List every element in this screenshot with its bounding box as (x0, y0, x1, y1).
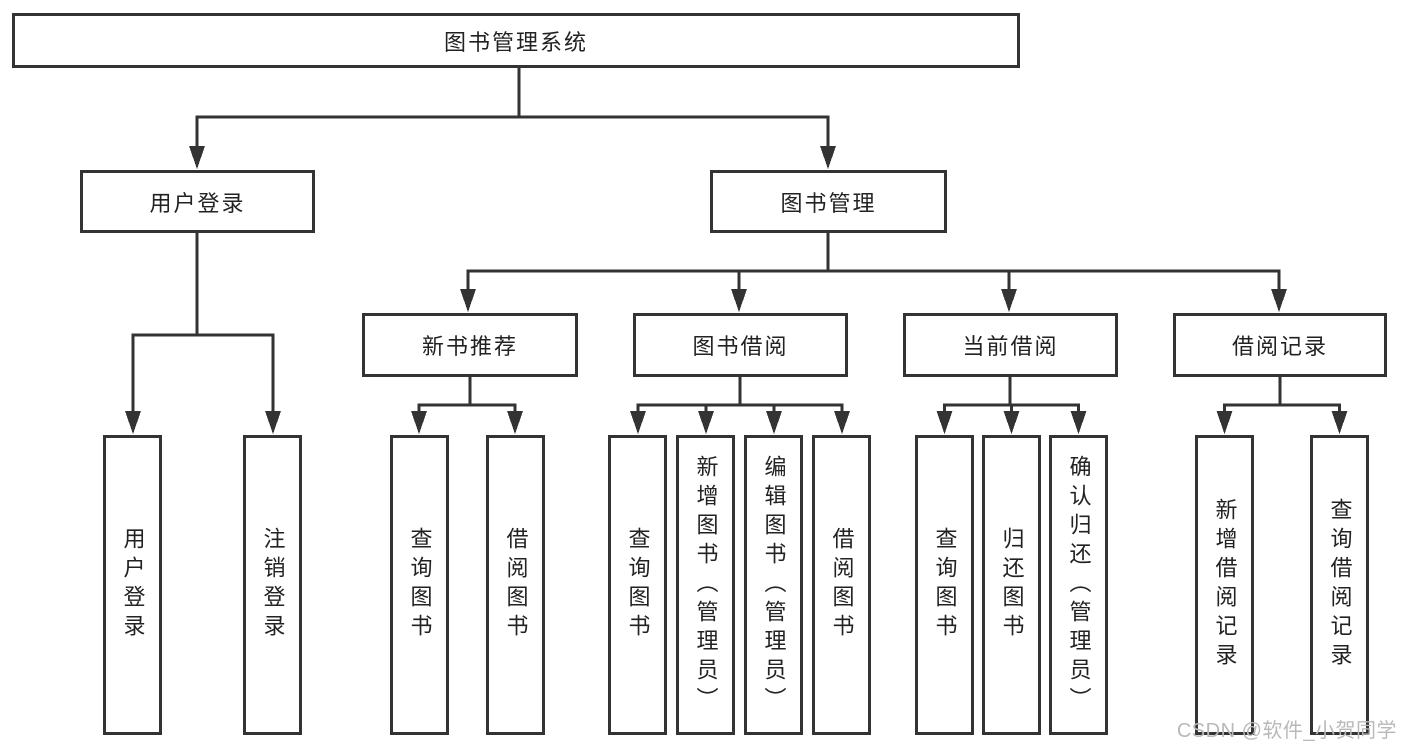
arrowhead-down-icon (125, 411, 141, 434)
node-label: 新增借阅记录 (1212, 498, 1238, 672)
node-label: 新书推荐 (421, 334, 518, 359)
node-leaf-borrow-books-recommend: 借阅图书 (486, 435, 545, 735)
arrowhead-down-icon (411, 411, 427, 434)
node-label: 借阅图书 (829, 527, 855, 643)
arrowhead-down-icon (507, 411, 523, 434)
node-leaf-borrow-books: 借阅图书 (812, 435, 871, 735)
arrowhead-down-icon (936, 411, 953, 434)
node-root: 图书管理系统 (12, 13, 1020, 68)
arrowhead-down-icon (1001, 289, 1017, 312)
arrowhead-down-icon (698, 411, 714, 434)
arrowhead-down-icon (1003, 411, 1020, 434)
node-label: 归还图书 (999, 527, 1025, 643)
node-leaf-return-books: 归还图书 (982, 435, 1041, 735)
node-label: 借阅记录 (1231, 334, 1328, 359)
node-borrowing-records: 借阅记录 (1173, 313, 1387, 377)
node-current-borrowing: 当前借阅 (903, 313, 1118, 377)
node-label: 借阅图书 (503, 527, 529, 643)
arrowhead-down-icon (1271, 289, 1287, 312)
node-book-borrowing: 图书借阅 (633, 313, 848, 377)
connector-current-borrow-to-leaves (936, 377, 1087, 434)
node-leaf-logout: 注销登录 (243, 435, 302, 735)
connector-new-book-to-leaves (411, 377, 523, 434)
node-leaf-edit-books-admin: 编辑图书（管理员） (744, 435, 803, 735)
connector-user-login-to-leaves (125, 233, 281, 434)
arrowhead-down-icon (1070, 411, 1087, 434)
watermark: CSDN @软件_小贺同学 (1176, 720, 1397, 742)
arrowhead-down-icon (834, 411, 850, 434)
node-label: 当前借阅 (962, 334, 1059, 359)
node-label: 用户登录 (149, 190, 246, 216)
node-user-login: 用户登录 (80, 170, 315, 233)
node-label: 图书管理系统 (443, 29, 588, 55)
node-label: 图书管理 (780, 190, 877, 216)
node-new-book-recommendation: 新书推荐 (362, 313, 578, 377)
arrowhead-down-icon (265, 411, 281, 434)
node-label: 编辑图书（管理员） (761, 454, 787, 716)
arrowhead-down-icon (630, 411, 646, 434)
arrowhead-down-icon (820, 146, 836, 169)
node-label: 查询图书 (625, 527, 651, 643)
node-leaf-query-books-current: 查询图书 (915, 435, 974, 735)
node-label: 查询借阅记录 (1327, 498, 1353, 672)
node-label: 查询图书 (407, 527, 433, 643)
connector-root-to-level2 (189, 68, 836, 169)
node-leaf-user-login: 用户登录 (103, 435, 162, 735)
node-label: 查询图书 (932, 527, 958, 643)
node-leaf-query-books-borrow: 查询图书 (608, 435, 667, 735)
node-book-management: 图书管理 (710, 170, 947, 233)
connector-borrow-record-to-leaves (1216, 377, 1348, 434)
arrowhead-down-icon (766, 411, 782, 434)
node-leaf-query-books-recommend: 查询图书 (390, 435, 449, 735)
arrowhead-down-icon (1216, 411, 1233, 434)
node-leaf-add-books-admin: 新增图书（管理员） (676, 435, 735, 735)
node-leaf-add-borrow-record: 新增借阅记录 (1195, 435, 1254, 735)
arrowhead-down-icon (1331, 411, 1348, 434)
arrowhead-down-icon (731, 289, 747, 312)
arrowhead-down-icon (460, 289, 476, 312)
node-label: 确认归还（管理员） (1066, 454, 1092, 716)
node-label: 注销登录 (260, 527, 286, 643)
node-leaf-query-borrow-record: 查询借阅记录 (1310, 435, 1369, 735)
connector-book-borrow-to-leaves (630, 377, 850, 434)
node-label: 用户登录 (120, 527, 146, 643)
arrowhead-down-icon (189, 146, 205, 169)
connector-book-management-to-level3 (460, 233, 1287, 312)
node-leaf-confirm-return-admin: 确认归还（管理员） (1049, 435, 1108, 735)
node-label: 图书借阅 (692, 334, 789, 359)
node-label: 新增图书（管理员） (693, 454, 719, 716)
